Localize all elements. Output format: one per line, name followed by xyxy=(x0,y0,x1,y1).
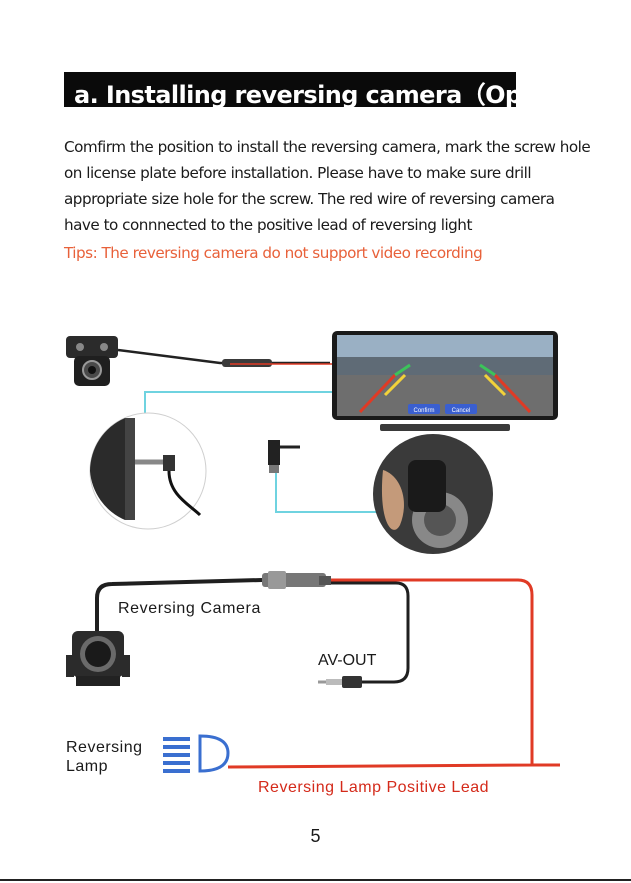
reversing-lamp-label-line2: Lamp xyxy=(66,758,109,775)
instruction-line: have to connnected to the positive lead … xyxy=(64,216,472,234)
reversing-camera-icon xyxy=(66,631,130,686)
power-plug-illustration xyxy=(268,440,300,473)
dash-screen-illustration: Confirm Cancel xyxy=(332,331,558,431)
socket-detail-illustration xyxy=(373,434,493,554)
instructions-paragraph: Comfirm the position to install the reve… xyxy=(64,134,591,238)
av-plug-icon xyxy=(318,676,362,688)
installation-diagram: Confirm Cancel xyxy=(66,331,560,773)
headlamp-icon xyxy=(163,734,230,773)
camera-illustration xyxy=(66,336,118,386)
instruction-line: on license plate before installation. Pl… xyxy=(64,164,532,182)
section-title-bar xyxy=(64,72,516,107)
page-number: 5 xyxy=(310,826,321,846)
port-detail-illustration xyxy=(89,412,207,530)
reversing-lamp-label-line1: Reversing xyxy=(66,739,143,756)
section-title: a. Installing reversing camera（Optional） xyxy=(74,81,620,109)
instruction-line: Comfirm the position to install the reve… xyxy=(64,138,591,156)
cancel-button-label: Cancel xyxy=(452,408,471,414)
reversing-lamp-label: Reversing Lamp xyxy=(66,738,143,776)
bottom-rule xyxy=(0,879,631,881)
av-out-label: AV-OUT xyxy=(318,652,377,669)
reversing-camera-label: Reversing Camera xyxy=(118,600,261,617)
confirm-button-label: Confirm xyxy=(413,408,434,414)
positive-lead-label: Reversing Lamp Positive Lead xyxy=(258,779,490,796)
instruction-line: appropriate size hole for the screw. The… xyxy=(64,190,555,208)
tip-text: Tips: The reversing camera do not suppor… xyxy=(64,244,483,262)
